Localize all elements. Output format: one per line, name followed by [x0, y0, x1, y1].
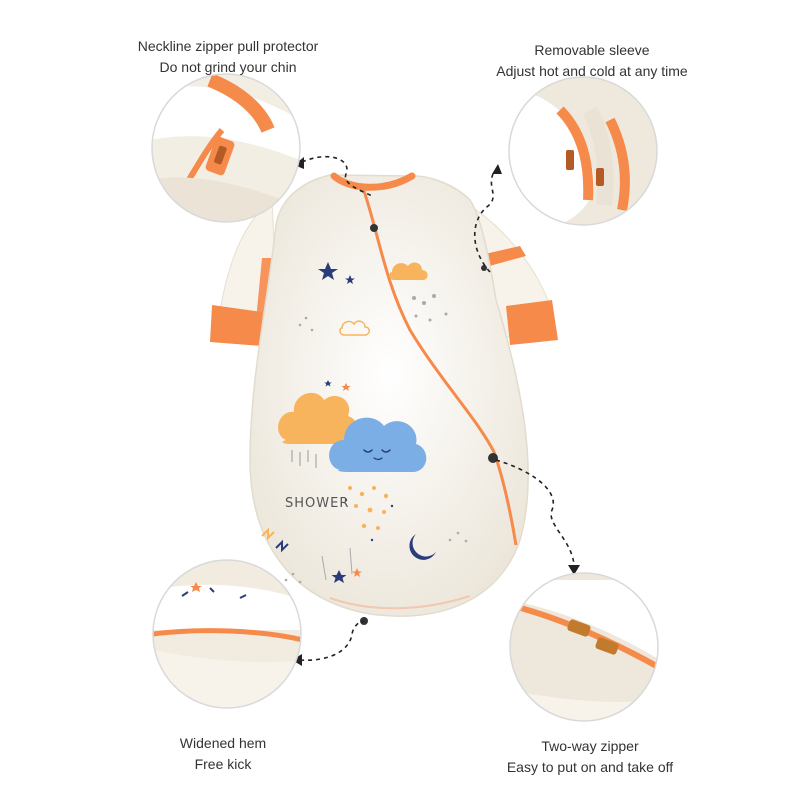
- star-icon: [331, 570, 347, 583]
- caption-hem-title: Widened hem: [179, 735, 267, 751]
- diagonal-zipper: [360, 184, 518, 546]
- star-icon: [345, 275, 355, 284]
- orange-cloud-icon: [278, 392, 358, 444]
- shower-print-text: SHOWER: [285, 496, 349, 511]
- detail-two-way-zipper: [509, 572, 659, 722]
- caption-zipper-subtitle: Easy to put on and take off: [506, 759, 674, 775]
- blue-cloud-icon: [329, 417, 427, 472]
- caption-neckline-title: Neckline zipper pull protector: [137, 38, 319, 54]
- neckline-trim: [330, 172, 416, 191]
- caption-hem: Widened hem Free kick: [93, 733, 353, 775]
- caption-zipper: Two-way zipper Easy to put on and take o…: [460, 736, 720, 778]
- small-cloud-icon: [389, 262, 428, 280]
- caption-sleeve-title: Removable sleeve: [534, 42, 650, 58]
- moon-icon: [409, 534, 436, 560]
- star-icon: [318, 262, 338, 280]
- caption-sleeve-subtitle: Adjust hot and cold at any time: [496, 63, 688, 79]
- pointer-arrows: [299, 155, 575, 661]
- sleeping-bag: SHOWER: [210, 172, 558, 625]
- arrow-up-icon: [492, 164, 502, 174]
- detail-hem: [152, 559, 302, 709]
- caption-neckline: Neckline zipper pull protector Do not gr…: [98, 36, 358, 78]
- caption-hem-subtitle: Free kick: [194, 756, 252, 772]
- detail-sleeve: [508, 76, 658, 226]
- caption-neckline-subtitle: Do not grind your chin: [159, 59, 297, 75]
- caption-sleeve: Removable sleeve Adjust hot and cold at …: [462, 40, 722, 82]
- left-cuff: [210, 305, 262, 346]
- right-cuff: [506, 300, 558, 345]
- arrow-down-icon: [568, 565, 580, 575]
- caption-zipper-title: Two-way zipper: [541, 738, 639, 754]
